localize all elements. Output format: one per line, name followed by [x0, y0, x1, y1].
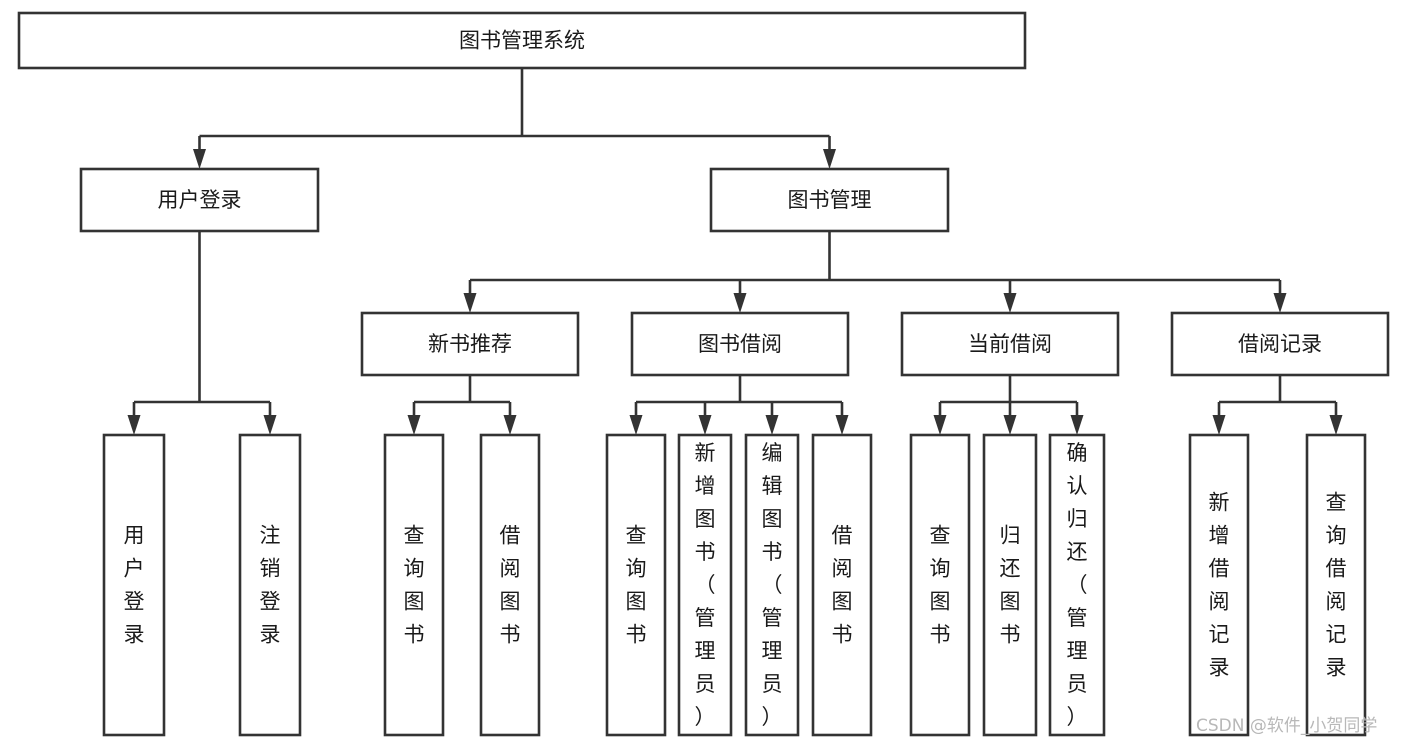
node-label-borrow: 图书借阅 — [698, 332, 782, 356]
node-leaf-1[interactable]: 用户登录 — [102, 433, 166, 737]
node-current[interactable]: 当前借阅 — [900, 311, 1120, 377]
node-root[interactable]: 图书管理系统 — [17, 11, 1027, 70]
node-box-leaf-9[interactable] — [909, 433, 971, 737]
node-label-leaf-11: 确认归还（管理员） — [1067, 441, 1088, 729]
node-box-leaf-13[interactable] — [1305, 433, 1367, 737]
node-label-leaf-3: 查询图书 — [404, 524, 425, 647]
csdn-watermark: CSDN @软件_小贺同学 — [1196, 716, 1377, 736]
node-label-leaf-5: 查询图书 — [626, 524, 647, 647]
node-leaf-10[interactable]: 归还图书 — [982, 433, 1038, 737]
node-borrow[interactable]: 图书借阅 — [630, 311, 850, 377]
node-leaf-9[interactable]: 查询图书 — [909, 433, 971, 737]
connector-group-root — [193, 68, 836, 169]
node-box-leaf-6[interactable] — [677, 433, 733, 737]
node-box-login[interactable] — [79, 167, 320, 233]
node-leaf-13[interactable]: 查询借阅记录 — [1305, 433, 1367, 737]
connector-group-borrow — [629, 375, 849, 435]
node-label-leaf-2: 注销登录 — [260, 524, 281, 647]
node-box-bookmgmt[interactable] — [709, 167, 950, 233]
node-box-leaf-4[interactable] — [479, 433, 541, 737]
node-leaf-2[interactable]: 注销登录 — [238, 433, 302, 737]
node-label-newbook: 新书推荐 — [428, 332, 512, 356]
node-box-root[interactable] — [17, 11, 1027, 70]
node-login[interactable]: 用户登录 — [79, 167, 320, 233]
node-leaf-4[interactable]: 借阅图书 — [479, 433, 541, 737]
node-box-leaf-10[interactable] — [982, 433, 1038, 737]
node-boxes-layer: 图书管理系统用户登录图书管理新书推荐图书借阅当前借阅借阅记录用户登录注销登录查询… — [17, 11, 1390, 737]
node-label-leaf-7: 编辑图书（管理员） — [762, 441, 783, 729]
node-box-leaf-2[interactable] — [238, 433, 302, 737]
node-newbook[interactable]: 新书推荐 — [360, 311, 580, 377]
node-leaf-6[interactable]: 新增图书（管理员） — [677, 433, 733, 737]
connector-lines-layer — [127, 68, 1343, 435]
node-records[interactable]: 借阅记录 — [1170, 311, 1390, 377]
node-label-leaf-4: 借阅图书 — [500, 524, 521, 647]
node-label-leaf-1: 用户登录 — [124, 524, 145, 647]
node-label-current: 当前借阅 — [968, 332, 1052, 356]
node-box-leaf-8[interactable] — [811, 433, 873, 737]
node-box-borrow[interactable] — [630, 311, 850, 377]
node-box-leaf-7[interactable] — [744, 433, 800, 737]
node-label-leaf-10: 归还图书 — [1000, 524, 1021, 647]
node-leaf-11[interactable]: 确认归还（管理员） — [1048, 433, 1106, 737]
node-box-newbook[interactable] — [360, 311, 580, 377]
node-label-root: 图书管理系统 — [459, 29, 585, 53]
node-box-leaf-1[interactable] — [102, 433, 166, 737]
node-leaf-5[interactable]: 查询图书 — [605, 433, 667, 737]
node-box-current[interactable] — [900, 311, 1120, 377]
node-box-leaf-11[interactable] — [1048, 433, 1106, 737]
connector-group-newbook — [407, 375, 517, 435]
node-box-leaf-12[interactable] — [1188, 433, 1250, 737]
node-label-login: 用户登录 — [158, 188, 242, 212]
node-label-leaf-12: 新增借阅记录 — [1209, 491, 1230, 680]
connector-group-bookmgmt — [463, 231, 1287, 313]
node-label-leaf-8: 借阅图书 — [832, 524, 853, 647]
node-label-leaf-6: 新增图书（管理员） — [695, 441, 716, 729]
connector-group-current — [933, 375, 1084, 435]
node-label-leaf-13: 查询借阅记录 — [1326, 491, 1347, 680]
node-bookmgmt[interactable]: 图书管理 — [709, 167, 950, 233]
node-leaf-8[interactable]: 借阅图书 — [811, 433, 873, 737]
node-label-records: 借阅记录 — [1238, 332, 1322, 356]
node-label-bookmgmt: 图书管理 — [788, 188, 872, 212]
node-box-leaf-3[interactable] — [383, 433, 445, 737]
node-box-records[interactable] — [1170, 311, 1390, 377]
node-box-leaf-5[interactable] — [605, 433, 667, 737]
node-leaf-7[interactable]: 编辑图书（管理员） — [744, 433, 800, 737]
node-label-leaf-9: 查询图书 — [930, 524, 951, 647]
connector-group-records — [1212, 375, 1343, 435]
node-leaf-12[interactable]: 新增借阅记录 — [1188, 433, 1250, 737]
node-leaf-3[interactable]: 查询图书 — [383, 433, 445, 737]
connector-group-login — [127, 231, 277, 435]
